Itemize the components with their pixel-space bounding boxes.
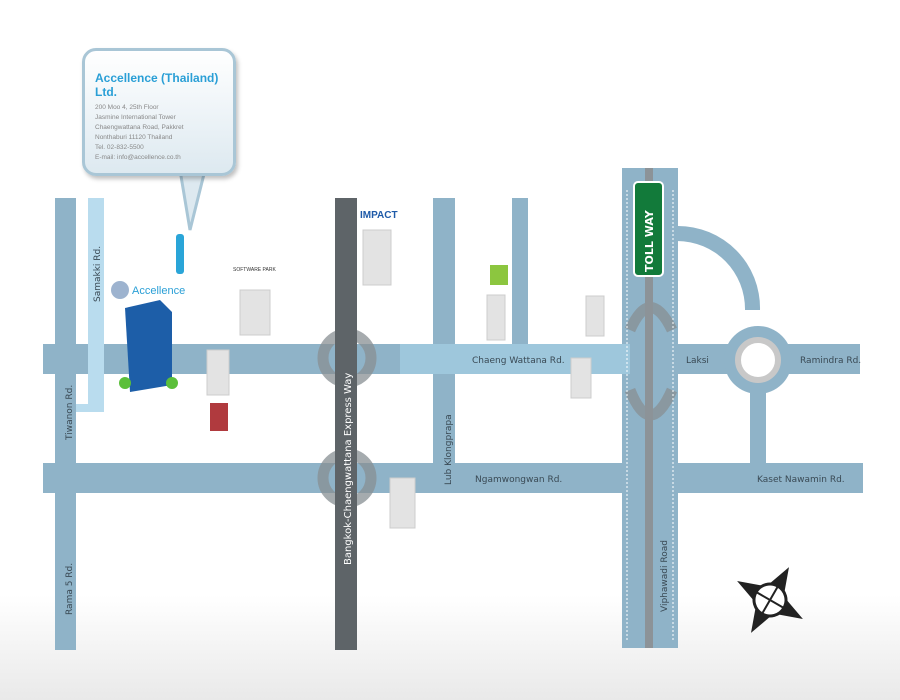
accellence-building-icon (119, 300, 178, 392)
road-arc (677, 225, 761, 310)
road-expressway (335, 198, 357, 650)
address-line: Chaengwattana Road, Pakkret (95, 124, 184, 131)
label-lub: Lub Klongprapa (444, 414, 454, 485)
address-line: Nonthaburi 11120 Thailand (95, 134, 173, 141)
company-name: Accellence (Thailand) Ltd. (95, 71, 219, 99)
toll-way-sign (633, 181, 664, 277)
roads (43, 168, 863, 650)
label-laksi: Laksi (686, 356, 709, 366)
compass-icon (737, 567, 803, 633)
logo-icon (210, 403, 228, 431)
label-chaeng: Chaeng Wattana Rd. (472, 356, 565, 366)
label-samakki: Samakki Rd. (93, 246, 103, 302)
phone: Tel. 02-832-5500 (95, 144, 144, 151)
address-callout: Accellence (Thailand) Ltd. 200 Moo 4, 25… (82, 48, 236, 176)
road-side (512, 198, 528, 346)
road-connector (750, 380, 766, 465)
building-icon (206, 229, 605, 529)
label-ramindra: Ramindra Rd. (800, 356, 861, 366)
label-rama5: Rama 5 Rd. (65, 563, 75, 615)
road-tiwanon (55, 198, 76, 650)
label-expressway: Bangkok-Chaengwattana Express Way (343, 373, 354, 565)
address-line: 200 Moo 4, 25th Floor (95, 104, 159, 111)
label-kaset: Kaset Nawamin Rd. (757, 475, 845, 485)
software-park-logo: SOFTWARE PARK (233, 267, 276, 273)
impact-logo: IMPACT (360, 210, 398, 221)
label-ngam: Ngamwongwan Rd. (475, 475, 562, 485)
road-samakki (88, 198, 104, 412)
person-icon (176, 234, 184, 274)
roundabout-center (735, 337, 781, 383)
label-vibhavadi: Viphawadi Road (660, 540, 670, 612)
accellence-logo: Accellence (132, 285, 185, 297)
logo-icon (490, 265, 508, 285)
callout-tail (178, 168, 207, 231)
label-tiwanon: Tiwanon Rd. (65, 385, 75, 441)
globe-logo-icon (111, 281, 129, 299)
address-line: Jasmine International Tower (95, 114, 176, 121)
email: E-mail: info@accellence.co.th (95, 154, 181, 161)
toll-way-label: TOLL WAY (643, 209, 656, 272)
